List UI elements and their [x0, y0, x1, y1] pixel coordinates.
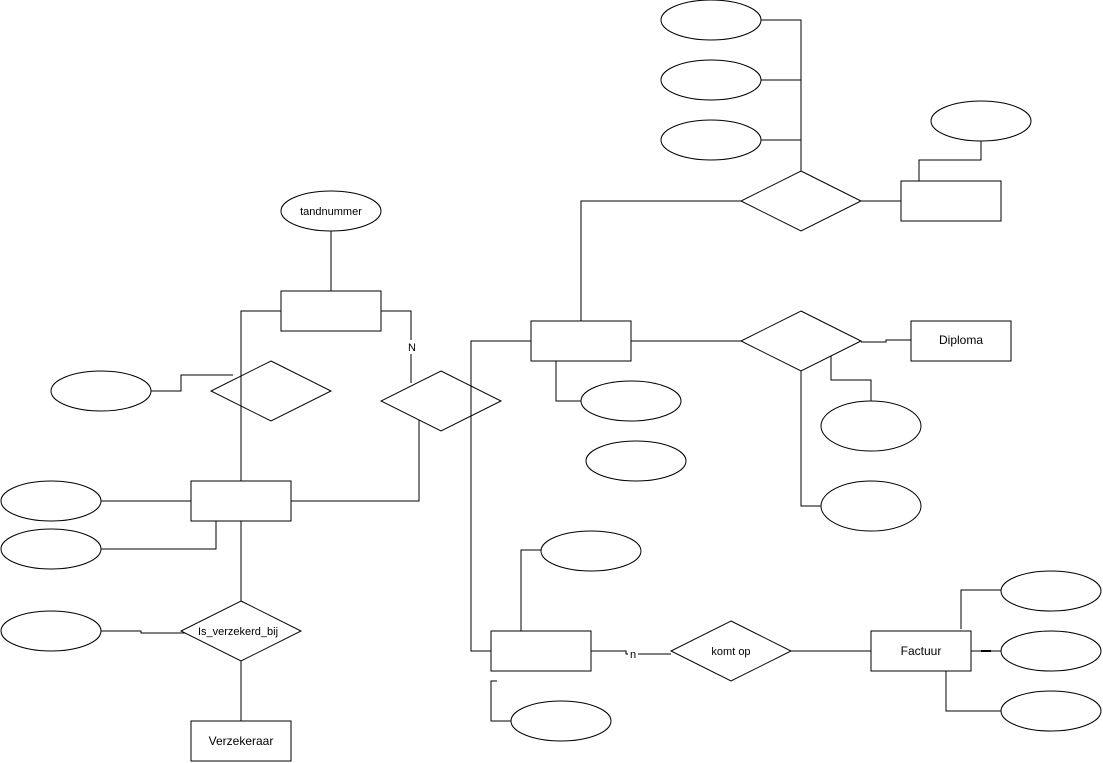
connector-bottom-entity-attr-top: [501, 549, 541, 642]
connector-entity-attr-right: [918, 141, 982, 181]
attribute-ellipse[interactable]: [50, 370, 152, 412]
entity-box[interactable]: [530, 320, 632, 362]
relationship-komt-op[interactable]: [669, 620, 793, 682]
attribute-ellipse[interactable]: [820, 400, 922, 452]
attribute-ellipse[interactable]: [580, 380, 682, 422]
label-n-upper-bg: [405, 340, 419, 354]
label-verzekeraar: Verzekeraar: [209, 734, 274, 748]
connector-attr-top-1: [760, 19, 802, 171]
connector-middle-diamond-entity: [291, 415, 420, 502]
attribute-ellipse[interactable]: [660, 119, 762, 161]
connector-tand-entity-right: [381, 310, 412, 341]
attribute-ellipse[interactable]: [0, 610, 102, 652]
connector-factuur-attr-3: [945, 671, 1001, 712]
label-komt-op: komt op: [711, 646, 750, 658]
connector-diamond-diploma: [861, 339, 911, 343]
entity-box[interactable]: [490, 630, 592, 672]
label-diploma: Diploma: [939, 333, 983, 347]
relationship-diamond[interactable]: [739, 310, 863, 372]
attribute-ellipse[interactable]: [510, 700, 612, 742]
attribute-ellipse[interactable]: [1000, 690, 1102, 732]
label-is-verzekerd-bij: Is_verzekerd_bij: [198, 626, 278, 638]
attribute-ellipse[interactable]: [0, 528, 102, 570]
entity-verzekeraar[interactable]: [190, 720, 292, 762]
entity-diploma[interactable]: [910, 320, 1012, 362]
attribute-ellipse[interactable]: [1000, 630, 1102, 672]
relationship-is-verzekerd-bij[interactable]: [179, 600, 303, 662]
entity-factuur[interactable]: [870, 630, 972, 672]
connector-attr-verzekerd: [101, 630, 186, 634]
attribute-ellipse[interactable]: [540, 530, 642, 572]
relationship-diamond[interactable]: [739, 170, 863, 232]
entity-box[interactable]: [280, 290, 382, 332]
attribute-tandnummer[interactable]: [280, 190, 382, 232]
label-cardinality-n-lower: n: [630, 649, 636, 661]
entity-box[interactable]: [190, 480, 292, 522]
connector-bottom-entity-komt-op: [591, 650, 671, 655]
connector-diamond-attr-2: [800, 371, 821, 507]
label-factuur: Factuur: [901, 644, 942, 658]
connectors: [101, 19, 1001, 722]
connector-factuur-attr-1: [960, 589, 1001, 629]
overlay-connectors: [240, 372, 472, 417]
label-cardinality-n-upper: N: [408, 342, 416, 354]
entity-box[interactable]: [900, 180, 1002, 222]
attribute-ellipse[interactable]: [0, 480, 102, 522]
attribute-ellipse[interactable]: [660, 59, 762, 101]
attribute-ellipse[interactable]: [1000, 570, 1102, 612]
connector-bottom-entity-attr-bottom: [490, 680, 511, 722]
connector-entity-attr-2: [101, 521, 217, 550]
relationship-diamond[interactable]: [379, 370, 503, 432]
connector-center-entity-diamond-top: [580, 200, 741, 321]
attribute-ellipse[interactable]: [585, 440, 687, 482]
attribute-ellipse[interactable]: [660, 0, 762, 41]
labels: tandnummer Diploma Is_verzekerd_bij Verz…: [198, 206, 983, 748]
connector-left-attr-diamond: [151, 374, 233, 392]
label-tandnummer: tandnummer: [300, 206, 362, 218]
connector-tand-entity-left: [240, 310, 281, 481]
attribute-ellipse[interactable]: [820, 480, 922, 532]
label-n-lower-bg: [628, 648, 638, 660]
attribute-ellipse[interactable]: [930, 100, 1032, 142]
relationship-diamond[interactable]: [209, 360, 333, 422]
connector-diamond-attr-1: [830, 355, 872, 401]
connector-center-to-middle-diamond: [470, 340, 531, 652]
connector-center-entity-attr: [555, 361, 581, 402]
entities: [190, 180, 1012, 762]
attributes: [0, 0, 1102, 742]
